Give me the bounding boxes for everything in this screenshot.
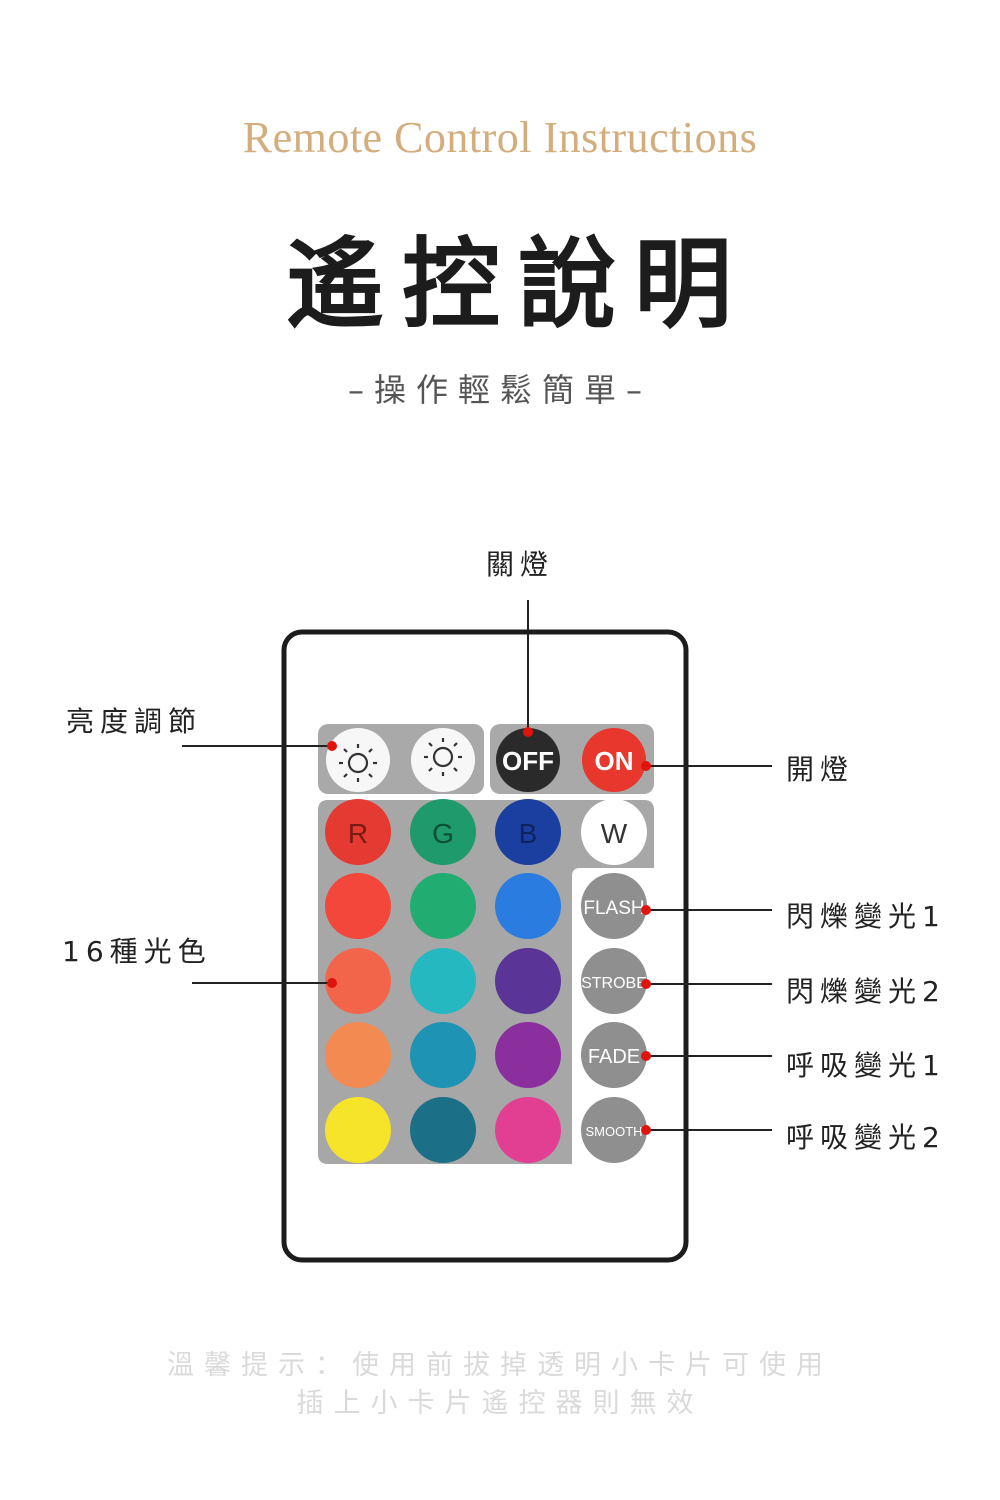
w-label: W [601, 818, 628, 849]
marker-off [523, 727, 533, 737]
color-button[interactable] [410, 948, 476, 1014]
marker-fade [641, 1051, 651, 1061]
brightness-down-icon [424, 738, 462, 776]
label-smooth: 呼吸變光2 [786, 1121, 946, 1154]
g-label: G [432, 818, 454, 849]
r-label: R [348, 818, 368, 849]
label-16-colors: 16種光色 [62, 935, 212, 968]
color-button[interactable] [325, 948, 391, 1014]
title-english: Remote Control Instructions [242, 113, 758, 162]
smooth-button[interactable]: SMOOTH [581, 1097, 647, 1163]
strobe-label: STROBE [581, 975, 647, 992]
off-button-label: OFF [502, 746, 554, 776]
color-button[interactable] [410, 1022, 476, 1088]
label-fade: 呼吸變光1 [786, 1049, 946, 1082]
color-button[interactable] [495, 1022, 561, 1088]
color-button[interactable] [495, 948, 561, 1014]
off-button[interactable]: OFF [496, 728, 560, 792]
marker-colors [327, 978, 337, 988]
color-button-row-1 [325, 873, 561, 939]
marker-on [641, 761, 651, 771]
on-button[interactable]: ON [582, 728, 646, 792]
smooth-label: SMOOTH [585, 1124, 642, 1139]
subtitle: –操作輕鬆簡單– [347, 371, 652, 409]
label-strobe: 閃爍變光2 [786, 975, 946, 1008]
color-button[interactable] [325, 1022, 391, 1088]
label-brightness: 亮度調節 [66, 705, 203, 738]
tip-line-1: 溫馨提示：使用前拔掉透明小卡片可使用 [167, 1350, 833, 1381]
flash-button[interactable]: FLASH [581, 873, 647, 939]
g-button[interactable]: G [410, 799, 476, 865]
color-button[interactable] [325, 873, 391, 939]
callout-markers [327, 727, 651, 1135]
marker-flash [641, 905, 651, 915]
color-button[interactable] [495, 1097, 561, 1163]
brightness-up-button[interactable] [326, 728, 390, 792]
color-button-row-4 [325, 1097, 561, 1163]
brightness-up-icon [339, 744, 377, 782]
color-button[interactable] [410, 873, 476, 939]
color-panel [318, 800, 654, 1164]
marker-strobe [641, 979, 651, 989]
callout-lines [182, 600, 772, 1131]
flash-label: FLASH [583, 898, 644, 919]
tip-line-2: 插上小卡片遙控器則無效 [296, 1388, 704, 1419]
marker-brightness [327, 741, 337, 751]
title-chinese: 遙控說明 [285, 228, 750, 342]
on-button-label: ON [595, 746, 634, 776]
fade-label: FADE [588, 1046, 640, 1068]
color-button[interactable] [325, 1097, 391, 1163]
color-button-row-3 [325, 1022, 561, 1088]
strobe-button[interactable]: STROBE [581, 948, 647, 1014]
w-button[interactable]: W [581, 799, 647, 865]
color-button[interactable] [410, 1097, 476, 1163]
b-label: B [519, 818, 538, 849]
color-button-row-2 [325, 948, 561, 1014]
brightness-down-button[interactable] [411, 728, 475, 792]
label-power-off: 關燈 [486, 548, 555, 581]
b-button[interactable]: B [495, 799, 561, 865]
marker-smooth [641, 1125, 651, 1135]
label-power-on: 開燈 [786, 753, 855, 786]
color-button[interactable] [495, 873, 561, 939]
fade-button[interactable]: FADE [581, 1022, 647, 1088]
label-flash: 閃爍變光1 [786, 900, 946, 933]
r-button[interactable]: R [325, 799, 391, 865]
